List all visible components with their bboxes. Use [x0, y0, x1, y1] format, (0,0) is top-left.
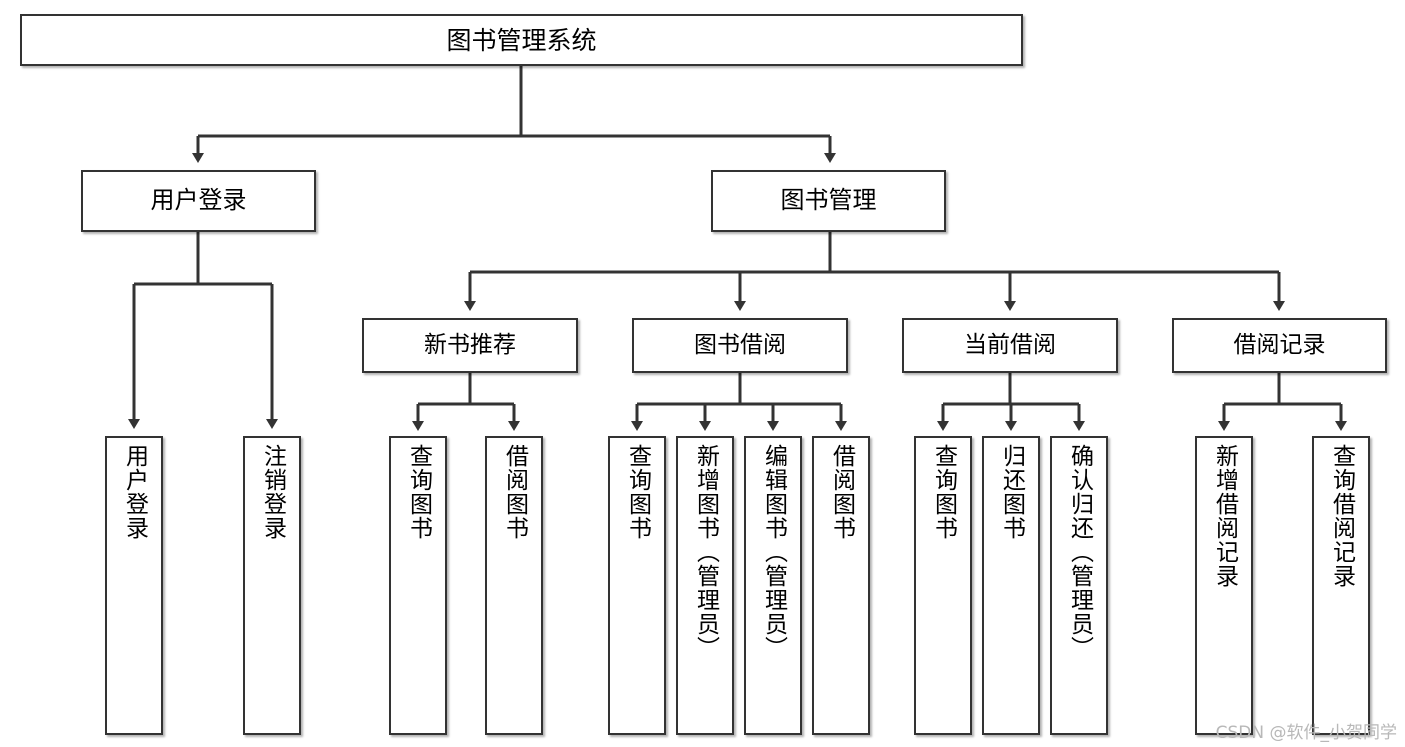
node-label: 借阅图书: [501, 444, 528, 540]
leaf-book-borrow-borrow-book[interactable]: 借阅图书: [812, 436, 870, 735]
leaf-borrow-record-query-record[interactable]: 查询借阅记录: [1312, 436, 1370, 735]
leaf-new-book-query-book[interactable]: 查询图书: [389, 436, 447, 735]
node-label: 当前借阅: [964, 332, 1056, 359]
node-root-book-management-system[interactable]: 图书管理系统: [20, 14, 1023, 66]
node-label: 图书借阅: [694, 332, 786, 359]
node-book-borrow[interactable]: 图书借阅: [632, 318, 848, 373]
node-label: 查询借阅记录: [1328, 444, 1355, 588]
node-label: 查询图书: [405, 444, 432, 540]
node-label: 归还图书: [998, 444, 1025, 540]
node-label: 用户登录: [121, 444, 148, 540]
node-label: 图书管理系统: [446, 25, 597, 55]
node-label: 借阅记录: [1233, 332, 1326, 359]
node-label: 图书管理: [780, 186, 877, 215]
leaf-book-borrow-query-book[interactable]: 查询图书: [608, 436, 666, 735]
leaf-current-borrow-confirm-return-admin[interactable]: 确认归还（管理员）: [1050, 436, 1108, 735]
node-borrow-record[interactable]: 借阅记录: [1172, 318, 1387, 373]
node-label: 用户登录: [150, 186, 247, 215]
leaf-user-login-logout[interactable]: 注销登录: [243, 436, 301, 735]
leaf-user-login-login[interactable]: 用户登录: [105, 436, 163, 735]
node-label: 查询图书: [930, 444, 957, 540]
node-user-login[interactable]: 用户登录: [81, 170, 316, 232]
node-label: 注销登录: [259, 444, 286, 540]
node-label: 查询图书: [624, 444, 651, 540]
node-new-book-recommend[interactable]: 新书推荐: [362, 318, 578, 373]
node-label: 新增借阅记录: [1211, 444, 1238, 588]
leaf-book-borrow-add-book-admin[interactable]: 新增图书（管理员）: [676, 436, 734, 735]
leaf-borrow-record-add-record[interactable]: 新增借阅记录: [1195, 436, 1253, 735]
leaf-book-borrow-edit-book-admin[interactable]: 编辑图书（管理员）: [744, 436, 802, 735]
node-label: 借阅图书: [828, 444, 855, 540]
csdn-watermark: CSDN @软件_小贺同学: [1215, 723, 1397, 743]
leaf-new-book-borrow-book[interactable]: 借阅图书: [485, 436, 543, 735]
node-label: 确认归还（管理员）: [1066, 444, 1093, 660]
node-current-borrow[interactable]: 当前借阅: [902, 318, 1118, 373]
node-book-management[interactable]: 图书管理: [711, 170, 946, 232]
leaf-current-borrow-return-book[interactable]: 归还图书: [982, 436, 1040, 735]
node-label: 编辑图书（管理员）: [760, 444, 787, 660]
node-label: 新增图书（管理员）: [692, 444, 719, 660]
leaf-current-borrow-query-book[interactable]: 查询图书: [914, 436, 972, 735]
node-label: 新书推荐: [424, 332, 516, 359]
